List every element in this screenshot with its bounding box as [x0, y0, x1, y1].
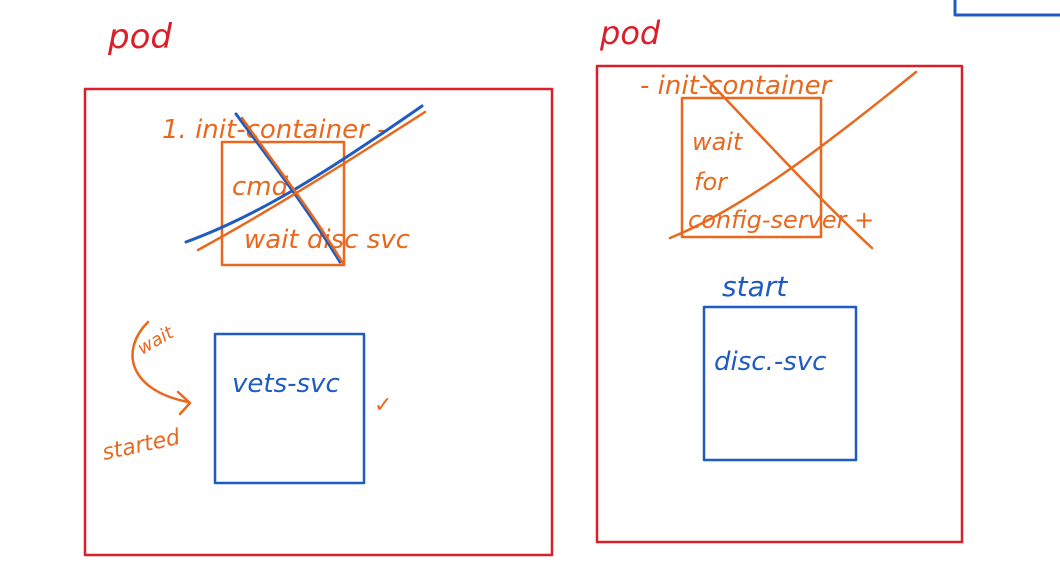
right-init-container-box [680, 96, 823, 239]
right-pod-box [595, 64, 964, 544]
left-init-cross-blue-b [234, 112, 342, 264]
left-pod-box [83, 87, 554, 557]
started-note: started [100, 425, 183, 466]
right-init-container-label: - init-container [640, 71, 834, 101]
left-app-container-label: vets-svc [232, 369, 340, 399]
partial-blue-box [953, 0, 1060, 17]
right-init-cross-a [668, 70, 918, 240]
right-init-config-text: config-server + [688, 206, 874, 234]
wait-arrow-head [176, 390, 192, 416]
wait-arrow-curve [131, 320, 190, 404]
right-app-container-label: disc.-svc [714, 347, 826, 377]
left-init-cross-orange-b [240, 116, 346, 267]
wait-note: wait [134, 322, 178, 360]
right-start-label: start [722, 270, 788, 303]
left-init-container-label: 1. init-container - [162, 115, 386, 145]
left-app-container-box [213, 332, 366, 485]
right-init-wait-text: wait [692, 128, 744, 156]
right-app-container-box [702, 305, 858, 462]
left-pod-label: pod [107, 17, 172, 57]
left-init-cross-blue-a [184, 104, 424, 244]
left-init-cross-orange-a [196, 110, 427, 252]
left-init-container-box [220, 140, 346, 267]
right-pod-label: pod [599, 14, 661, 52]
left-app-check-mark: ✓ [374, 393, 392, 418]
right-init-cross-b [702, 74, 874, 250]
right-init-for-text: for [694, 168, 729, 196]
